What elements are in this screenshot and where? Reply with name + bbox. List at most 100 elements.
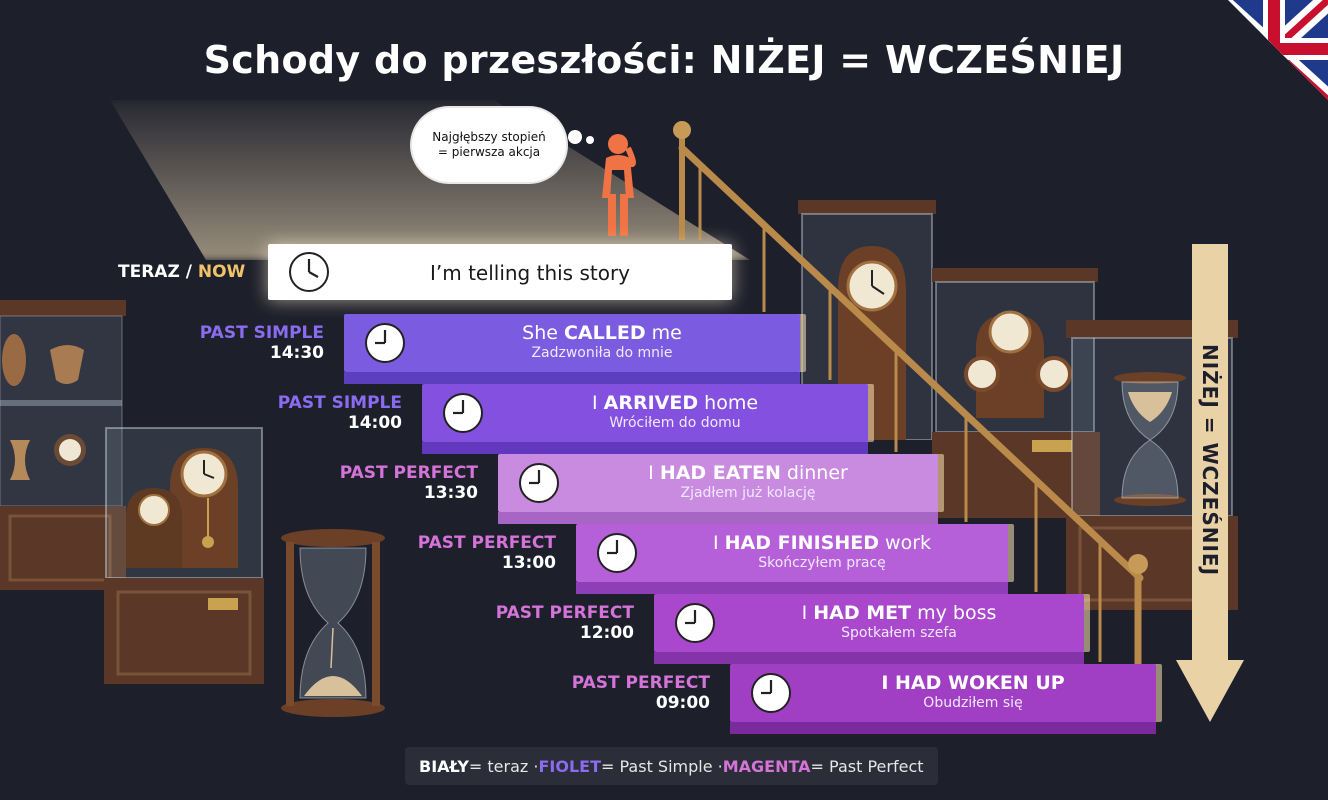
legend-value: = Past Simple · [601,756,723,776]
step-sub-text: Spotkałem szefa [841,625,957,641]
thought-bubble: Najgłębszy stopień = pierwsza akcja [412,108,566,182]
step-text: She CALLED me Zadzwoniła do mnie [414,322,790,362]
thought-dot [586,136,594,144]
legend-value: = Past Perfect [810,756,924,776]
tense-time: 12:00 [579,623,634,643]
step-main-post: my boss [911,602,997,624]
step-main-post: home [698,392,759,414]
legend-key-magenta: MAGENTA [722,756,811,776]
person-thinking-icon [602,134,636,236]
page-title: Schody do przeszłości: NIŻEJ = WCZEŚNIEJ [203,38,1125,82]
now-label: TERAZ / NOW [118,262,245,282]
clock-icon [289,252,329,292]
step-text: I HAD WOKEN UP Obudziłem się [800,672,1146,712]
step-main-text: I HAD EATEN dinner [568,462,928,484]
down-arrow-icon [1176,244,1244,722]
tense-name: PAST SIMPLE [199,323,324,343]
clock-icon [751,673,791,713]
step-main-bold: CALLED [563,322,646,344]
legend-key-white: BIAŁY [419,756,469,776]
tense-label: PAST SIMPLE 14:00 [278,393,402,433]
tense-time: 14:00 [347,413,402,433]
clock-icon [443,393,483,433]
staircase-railing [673,121,1148,726]
legend-value: = teraz · [468,756,539,776]
tense-time: 13:00 [501,553,556,573]
step-main-text: I’m telling this story [429,261,631,285]
step-6: I HAD WOKEN UP Obudziłem się [730,664,1156,722]
step-main-pre: I [712,532,725,554]
step-main-pre: I [648,462,660,484]
step-main-post: work [878,532,932,554]
hourglass-icon [281,529,385,717]
tense-name: PAST PERFECT [339,463,478,483]
tense-label: PAST PERFECT 09:00 [572,673,710,713]
museum-cabinet-left [0,300,126,590]
thought-bubble-line2: = pierwsza akcja [437,145,541,159]
step-main-post: dinner [780,462,848,484]
step-now: I’m telling this story [268,244,732,300]
uk-flag-icon [1228,0,1328,100]
step-main-pre: I [591,392,604,414]
now-label-separator: / [179,262,198,282]
step-riser [576,582,1008,594]
clock-icon [597,533,637,573]
museum-cabinet-clocks [104,427,264,684]
thought-dot [568,130,582,144]
step-5: I HAD MET my boss Spotkałem szefa [654,594,1084,652]
tense-label: PAST SIMPLE 14:30 [200,323,324,363]
clock-icon [365,323,405,363]
step-riser [730,722,1156,734]
arrow-label-text: NIŻEJ = WCZEŚNIEJ [1198,343,1222,577]
step-text: I HAD MET my boss Spotkałem szefa [724,602,1074,642]
step-2: I ARRIVED home Wróciłem do domu [422,384,868,442]
clock-icon [519,463,559,503]
now-label-now: NOW [197,262,246,282]
step-main-bold: HAD MET [813,602,912,624]
step-sub-text: Skończyłem pracę [758,555,886,571]
tense-label: PAST PERFECT 13:00 [418,533,556,573]
step-main-pre: She [522,322,564,344]
step-riser [344,372,800,384]
step-riser [422,442,868,454]
step-sub-text: Obudziłem się [923,695,1023,711]
step-sub-text: Zjadłem już kolację [680,485,816,501]
step-text: I ARRIVED home Wróciłem do domu [492,392,858,432]
step-sub-text: Zadzwoniła do mnie [531,345,673,361]
step-main-post: me [645,322,682,344]
step-main-text: I HAD WOKEN UP [800,672,1146,694]
step-main-bold: HAD FINISHED [724,532,879,554]
thought-bubble-line1: Najgłębszy stopień [432,130,546,144]
step-main-pre: I [801,602,814,624]
tense-time: 13:30 [423,483,478,503]
now-label-teraz: TERAZ [118,262,180,282]
step-text: I’m telling this story [338,254,722,288]
arrow-label: NIŻEJ = WCZEŚNIEJ [1186,330,1234,590]
tense-name: PAST PERFECT [417,533,556,553]
step-main-bold: I HAD WOKEN UP [881,672,1065,694]
tense-time: 09:00 [655,693,710,713]
step-main-text: I HAD FINISHED work [646,532,998,554]
step-3: I HAD EATEN dinner Zjadłem już kolację [498,454,938,512]
step-main-bold: HAD EATEN [659,462,781,484]
tense-name: PAST PERFECT [495,603,634,623]
legend-key-violet: FIOLET [538,756,601,776]
legend: BIAŁY = teraz · FIOLET = Past Simple · M… [405,747,938,785]
step-riser [498,512,938,524]
tense-label: PAST PERFECT 12:00 [496,603,634,643]
tense-time: 14:30 [269,343,324,363]
tense-label: PAST PERFECT 13:30 [340,463,478,503]
step-main-text: She CALLED me [414,322,790,344]
step-main-text: I ARRIVED home [492,392,858,414]
step-1: She CALLED me Zadzwoniła do mnie [344,314,800,372]
step-text: I HAD EATEN dinner Zjadłem już kolację [568,462,928,502]
clock-icon [675,603,715,643]
step-main-bold: ARRIVED [603,392,699,414]
step-text: I HAD FINISHED work Skończyłem pracę [646,532,998,572]
step-riser [654,652,1084,664]
tense-name: PAST SIMPLE [277,393,402,413]
step-main-text: I HAD MET my boss [724,602,1074,624]
step-4: I HAD FINISHED work Skończyłem pracę [576,524,1008,582]
tense-name: PAST PERFECT [571,673,710,693]
